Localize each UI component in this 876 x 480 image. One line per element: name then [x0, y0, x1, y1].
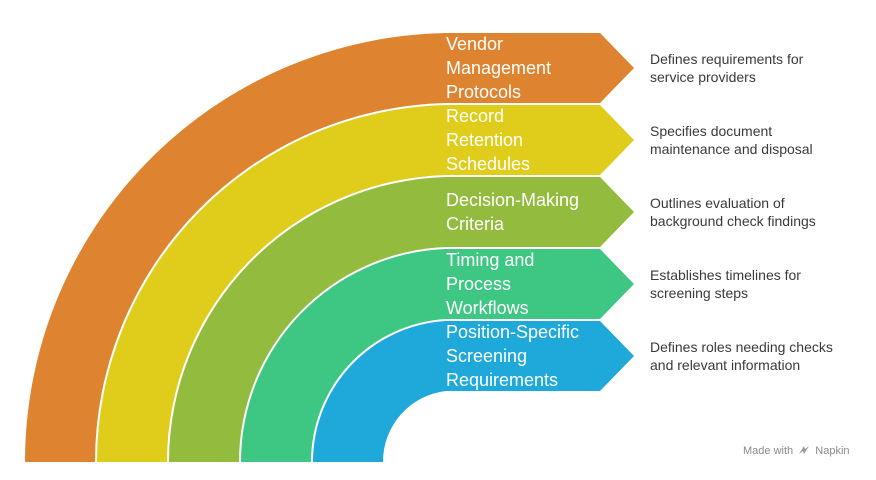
band-5-description: Defines roles needing checks and relevant…: [650, 338, 865, 374]
bands-layer: VendorManagementProtocolsRecordRetention…: [24, 33, 634, 462]
band-4: [240, 249, 634, 462]
made-with-napkin-credit[interactable]: Made with Napkin: [743, 445, 850, 457]
napkin-logo-icon: [799, 446, 810, 454]
band-4-description-line: Establishes timelines for: [650, 267, 801, 283]
band-5: [312, 321, 634, 462]
band-1-label-line: Vendor: [446, 34, 503, 54]
band-1-label-line: Protocols: [446, 82, 521, 102]
band-1-description: Defines requirements for service provider…: [650, 50, 865, 86]
band-5-label-line: Screening: [446, 346, 527, 366]
band-5-label-line: Position-Specific: [446, 322, 579, 342]
band-5-description-line: Defines roles needing checks: [650, 339, 833, 355]
band-1-label-line: Management: [446, 58, 551, 78]
band-4-label-line: Workflows: [446, 298, 529, 318]
band-3-label-line: Criteria: [446, 214, 505, 234]
band-2-label-line: Record: [446, 106, 504, 126]
band-2-description: Specifies document maintenance and dispos…: [650, 122, 865, 158]
band-1: [24, 33, 634, 462]
band-3-label-line: Decision-Making: [446, 190, 579, 210]
band-3-description: Outlines evaluation of background check f…: [650, 194, 865, 230]
band-1-description-line: Defines requirements for: [650, 51, 804, 67]
band-2-label-line: Schedules: [446, 154, 530, 174]
band-3: [168, 177, 634, 462]
band-2: [96, 105, 634, 462]
band-1-description-line: service providers: [650, 69, 756, 85]
credit-brand: Napkin: [815, 445, 850, 457]
band-5-description-line: and relevant information: [650, 357, 801, 373]
band-4-description-line: screening steps: [650, 285, 749, 301]
band-4-label-line: Process: [446, 274, 511, 294]
credit-prefix: Made with: [743, 445, 794, 457]
band-4-description: Establishes timelines for screening steps: [650, 266, 865, 302]
band-2-label-line: Retention: [446, 130, 523, 150]
band-3-description-line: Outlines evaluation of: [650, 195, 785, 211]
band-5-label-line: Requirements: [446, 370, 558, 390]
band-2-description-line: maintenance and disposal: [650, 141, 813, 157]
band-4-label-line: Timing and: [446, 250, 534, 270]
band-3-description-line: background check findings: [650, 213, 816, 229]
band-2-description-line: Specifies document: [650, 123, 773, 139]
